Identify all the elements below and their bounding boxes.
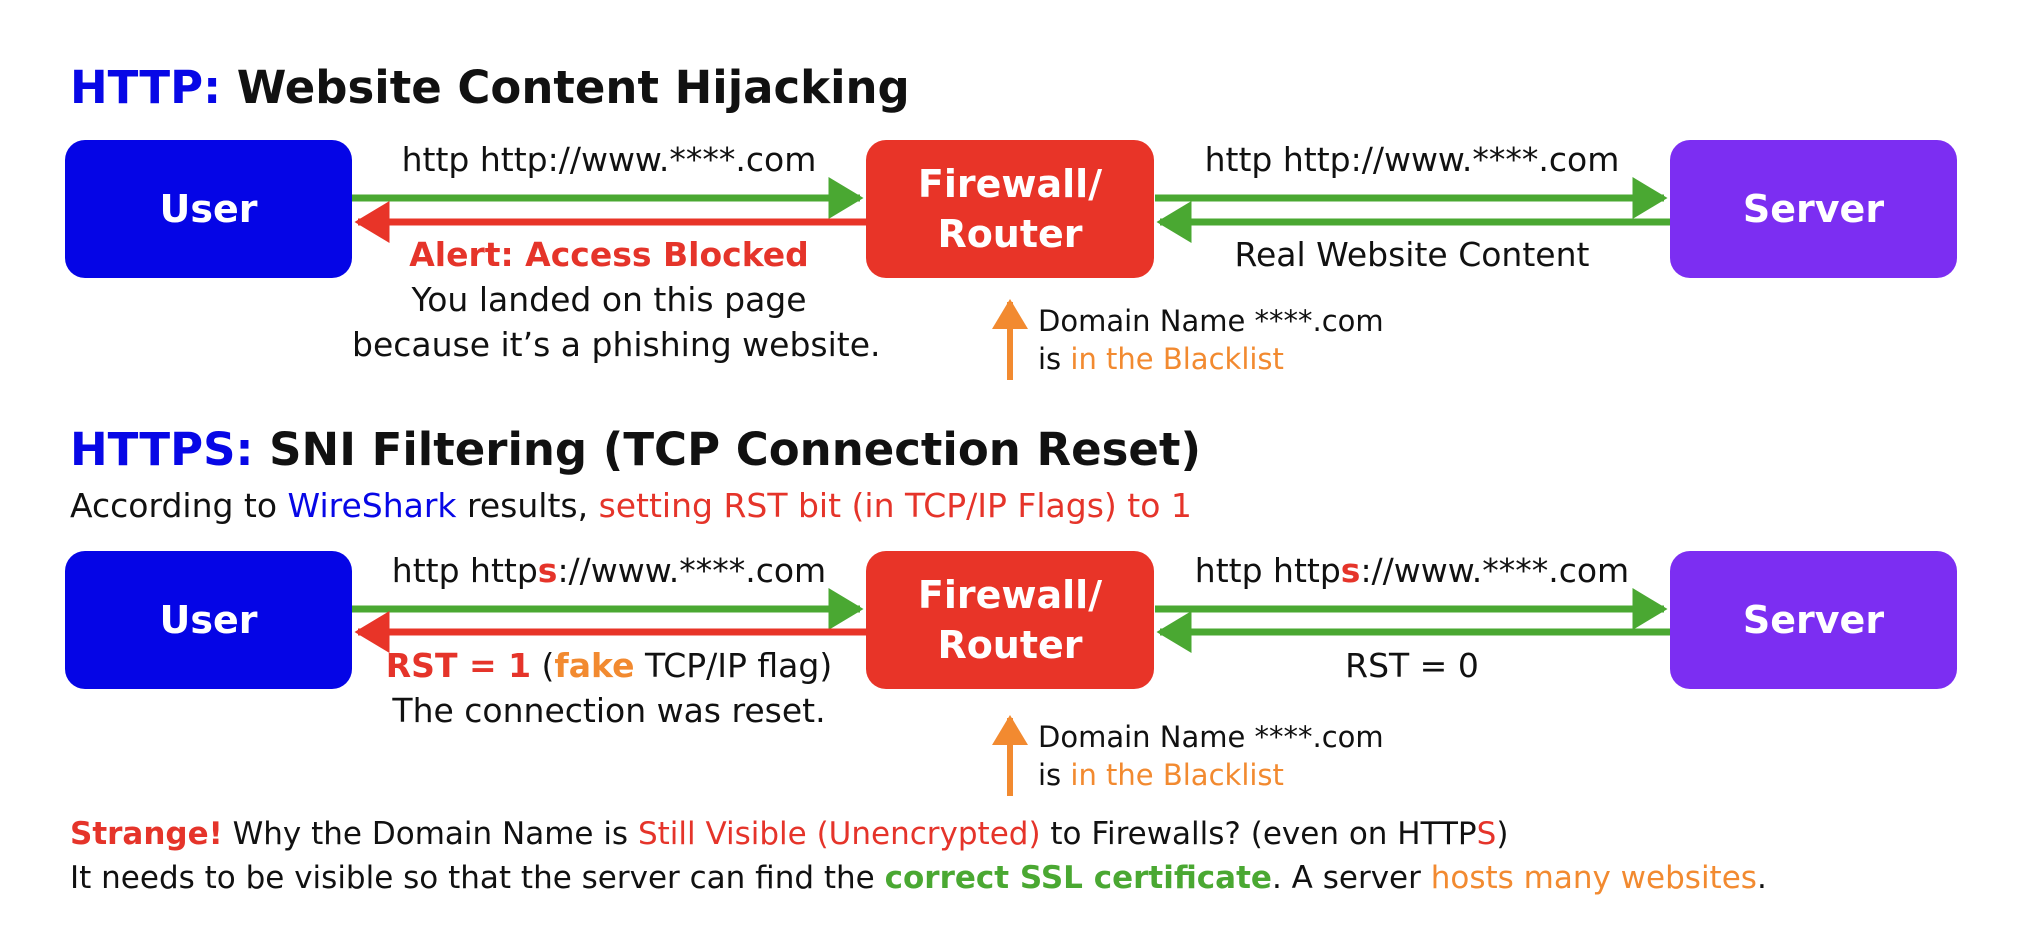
blacklist-note-2-is: is: [1038, 758, 1071, 792]
footer-l2-c: .: [1756, 860, 1767, 896]
subtitle-b: results,: [456, 486, 599, 525]
blacklist-note-1-is: is: [1038, 342, 1071, 376]
section2-subtitle: According to WireShark results, setting …: [70, 484, 1192, 528]
label-server-to-firewall-2: RST = 0: [1345, 646, 1479, 685]
section2-title: HTTPS: SNI Filtering (TCP Connection Res…: [70, 424, 1201, 476]
user-node-2-label: User: [159, 598, 258, 642]
label-firewall-to-server-1: http http://www.****.com: [1204, 140, 1620, 179]
section1-title: HTTP: Website Content Hijacking: [70, 62, 910, 114]
footer-l2-cert: correct SSL certificate: [884, 860, 1272, 896]
label-firewall-to-server-2-b: ://www.****.com: [1360, 551, 1630, 590]
blacklist-note-2-blacklist: in the Blacklist: [1070, 758, 1284, 792]
server-node-1: Server: [1670, 140, 1957, 278]
firewall-node-2-line2: Router: [937, 623, 1083, 667]
server-node-2-label: Server: [1742, 598, 1885, 642]
footer-l2-b: . A server: [1271, 860, 1431, 896]
label-firewall-to-server-2-s: s: [1340, 551, 1361, 590]
firewall-node-1: Firewall/ Router: [866, 140, 1154, 278]
rst-flag: TCP/IP flag): [634, 646, 833, 685]
footer-q-s: S: [1476, 816, 1497, 852]
label-user-to-firewall-1: http http://www.****.com: [401, 140, 817, 179]
server-node-1-label: Server: [1742, 187, 1885, 231]
rst-value: RST = 1: [385, 646, 532, 685]
section1-title-rest: Website Content Hijacking: [221, 61, 910, 114]
section2-title-rest: SNI Filtering (TCP Connection Reset): [253, 423, 1202, 476]
label-user-to-firewall-2-a: http http: [391, 551, 538, 590]
label-firewall-to-user-1: Alert: Access Blocked You landed on this…: [352, 235, 881, 365]
footer-question: Strange! Why the Domain Name is Still Vi…: [70, 812, 1508, 856]
blacklist-note-2: Domain Name ****.com is in the Blacklist: [1038, 718, 1384, 794]
subtitle-wireshark: WireShark: [287, 486, 457, 525]
firewall-node-2-line1: Firewall/: [917, 573, 1103, 617]
user-node-2: User: [65, 551, 352, 689]
label-firewall-to-server-2-a: http http: [1194, 551, 1341, 590]
server-node-2: Server: [1670, 551, 1957, 689]
rst-line1: RST = 1 (fake TCP/IP flag): [352, 646, 866, 686]
section1-title-prefix: HTTP:: [70, 61, 222, 114]
alert-line3: because it’s a phishing website.: [352, 325, 881, 364]
blacklist-note-1-blacklist: in the Blacklist: [1070, 342, 1284, 376]
firewall-node-2: Firewall/ Router: [866, 551, 1154, 689]
footer-answer: It needs to be visible so that the serve…: [70, 856, 1767, 900]
footer-l2-hosts: hosts many websites: [1430, 860, 1757, 896]
footer-l2-a: It needs to be visible so that the serve…: [70, 860, 885, 896]
footer-q-c: ): [1496, 816, 1509, 852]
footer-q-a: Why the Domain Name is: [222, 816, 638, 852]
firewall-node-1-line2: Router: [937, 212, 1083, 256]
label-user-to-firewall-2: http https://www.****.com: [352, 551, 866, 591]
section2-title-prefix: HTTPS:: [70, 423, 254, 476]
label-server-to-firewall-1: Real Website Content: [1234, 235, 1590, 274]
label-firewall-to-server-2: http https://www.****.com: [1154, 551, 1670, 591]
subtitle-red: setting RST bit (in TCP/IP Flags) to 1: [598, 486, 1192, 525]
rst-line2: The connection was reset.: [392, 691, 826, 730]
blacklist-note-1-line1: Domain Name ****.com: [1038, 304, 1384, 338]
rst-fake: fake: [554, 646, 635, 685]
firewall-node-1-line1: Firewall/: [917, 162, 1103, 206]
label-user-to-firewall-2-b: ://www.****.com: [557, 551, 827, 590]
alert-access-blocked: Alert: Access Blocked: [409, 235, 809, 274]
user-node-1-label: User: [159, 187, 258, 231]
footer-strange: Strange!: [70, 816, 223, 852]
user-node-1: User: [65, 140, 352, 278]
label-firewall-to-user-2: RST = 1 (fake TCP/IP flag) The connectio…: [352, 646, 866, 731]
rst-paren: (: [531, 646, 555, 685]
blacklist-note-2-line1: Domain Name ****.com: [1038, 720, 1384, 754]
blacklist-note-1: Domain Name ****.com is in the Blacklist: [1038, 302, 1384, 378]
subtitle-a: According to: [70, 486, 288, 525]
footer-q-visible: Still Visible (Unencrypted): [637, 816, 1041, 852]
footer-q-b: to Firewalls? (even on HTTP: [1040, 816, 1477, 852]
alert-line2: You landed on this page: [411, 280, 807, 319]
label-user-to-firewall-2-s: s: [537, 551, 558, 590]
